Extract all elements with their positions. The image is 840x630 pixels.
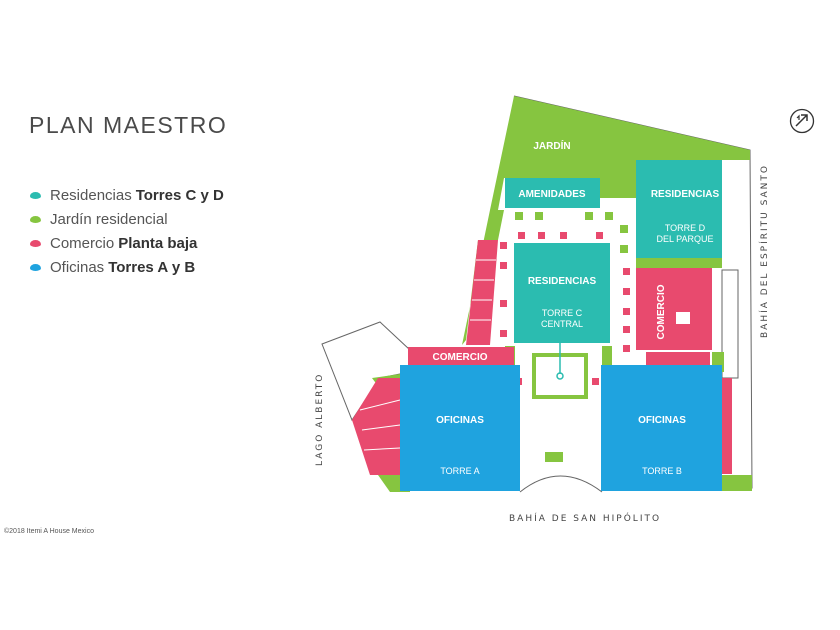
north-arrow-icon [789,108,815,134]
south-driveway [519,475,603,493]
label-comercio-v: COMERCIO [656,284,667,339]
legend-label: Comercio [50,234,115,252]
oficinas-torre-b [601,365,722,491]
page-title: PLAN MAESTRO [29,112,228,138]
comercio-east-small [646,352,710,366]
street-label-west: LAGO ALBERTO [315,373,325,466]
legend-swatch [30,263,41,271]
comercio-east-strip [722,378,732,474]
legend-item-comercio: Comercio Planta baja [30,231,224,255]
fountain-icon [556,372,564,380]
amenidades-block [505,178,600,208]
label-oficinas-b: OFICINAS [638,415,686,426]
street-label-south: BAHÍA DE SAN HIPÓLITO [509,512,661,524]
garden-south-center [545,452,563,462]
plaza-planters [515,212,628,253]
residencias-torre-c [514,243,610,343]
label-amenidades: AMENIDADES [518,189,586,200]
label-jardin: JARDÍN [533,139,570,152]
label-comercio-h: COMERCIO [433,352,488,363]
legend-swatch [30,215,41,223]
comercio-west-strip [466,240,498,345]
legend-label-bold: Torres A y B [108,258,196,276]
comercio-southwest-lines [359,399,401,451]
legend-label: Oficinas [50,258,105,276]
legend-label: Residencias [50,186,132,204]
plaza-planters-pink [500,232,630,385]
lot-east-outline [721,269,739,379]
street-label-east: BAHÍA DEL ESPÍRITU SANTO [758,164,770,338]
label-torre-d-1: TORRE D [665,223,706,233]
legend: Residencias Torres C y D Jardín residenc… [30,183,224,279]
label-residencias-d: RESIDENCIAS [651,189,720,200]
comercio-north-block [408,347,514,365]
comercio-west-strip-lines [470,259,496,321]
oficinas-torre-a [400,365,520,491]
legend-item-jardin: Jardín residencial [30,207,224,231]
label-residencias-c: RESIDENCIAS [528,276,597,287]
legend-label-bold: Planta baja [118,234,198,252]
legend-label-bold: Torres C y D [135,186,224,204]
residencias-torre-d [636,160,722,258]
label-torre-d-2: DEL PARQUE [656,234,713,244]
legend-item-residencias: Residencias Torres C y D [30,183,224,207]
label-oficinas-a: OFICINAS [436,415,484,426]
comercio-east-block [636,268,712,350]
legend-swatch [30,191,41,199]
comercio-east-cutout [676,312,690,324]
label-torre-c-1: TORRE C [542,308,583,318]
garden-west [462,210,504,345]
comercio-southwest [352,378,400,475]
label-torre-c-2: CENTRAL [541,319,583,329]
legend-item-oficinas: Oficinas Torres A y B [30,255,224,279]
label-torre-b: TORRE B [642,466,682,476]
legend-label: Jardín residencial [50,210,168,228]
garden-center-right [602,346,612,374]
label-torre-a: TORRE A [440,466,479,476]
legend-swatch [30,239,41,247]
copyright-text: ©2018 Itemi A House Mexico [4,528,94,535]
garden-strip-d [636,258,722,268]
garden-north [490,96,750,210]
